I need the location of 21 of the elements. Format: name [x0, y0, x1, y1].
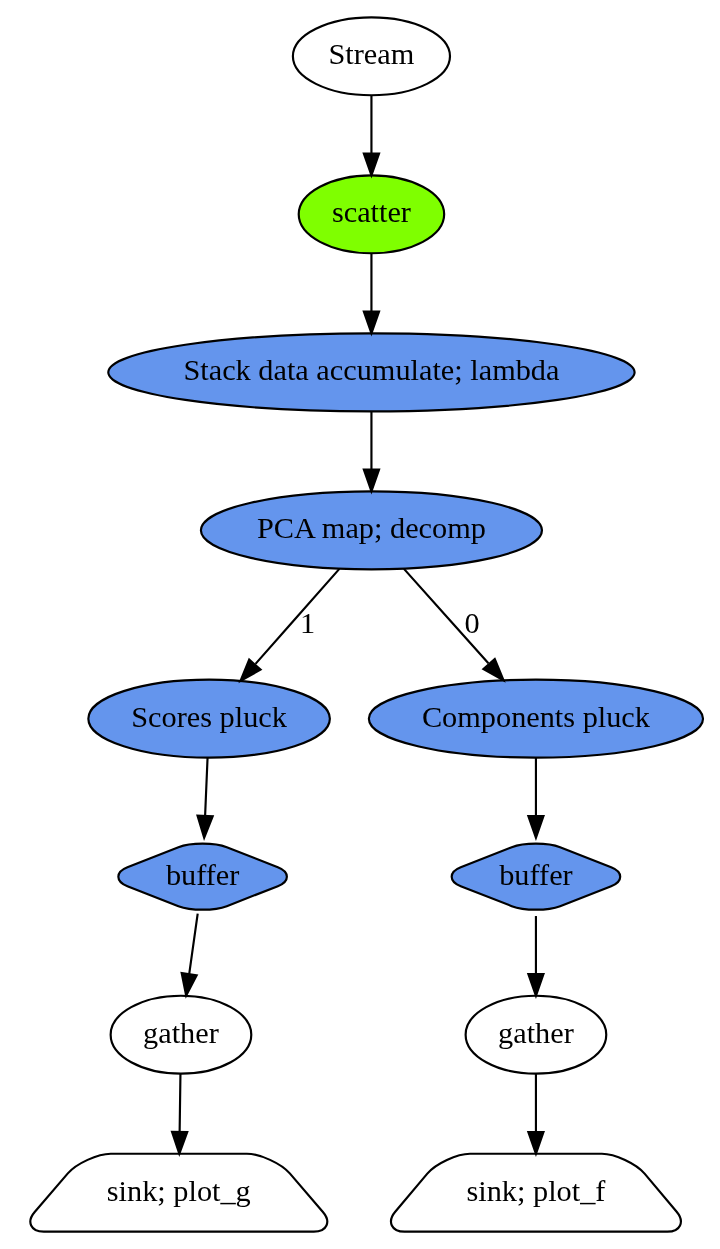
arrow — [179, 913, 199, 999]
arrow — [526, 1074, 545, 1157]
arrow — [526, 758, 545, 841]
arrow — [402, 568, 506, 683]
arrow — [361, 411, 381, 495]
node-ellipse: Stream — [291, 16, 451, 97]
node-ellipse: gather — [109, 994, 252, 1075]
arrow — [195, 758, 214, 841]
node-ellipse: scatter — [297, 174, 445, 255]
arrow — [361, 95, 381, 179]
node-ellipse: PCA map; decomp — [199, 490, 543, 571]
edge-label: 0 — [464, 605, 480, 640]
node-ellipse: gather — [464, 994, 607, 1075]
node-ellipse: Stack data accumulate; lambda — [106, 332, 636, 413]
arrow — [526, 916, 545, 999]
arrow — [361, 253, 381, 337]
node-ellipse: Scores pluck — [86, 678, 331, 759]
arrow — [237, 568, 340, 684]
node-ellipse: Components pluck — [367, 678, 704, 759]
edge-label: 1 — [299, 605, 315, 640]
arrow — [170, 1074, 189, 1157]
